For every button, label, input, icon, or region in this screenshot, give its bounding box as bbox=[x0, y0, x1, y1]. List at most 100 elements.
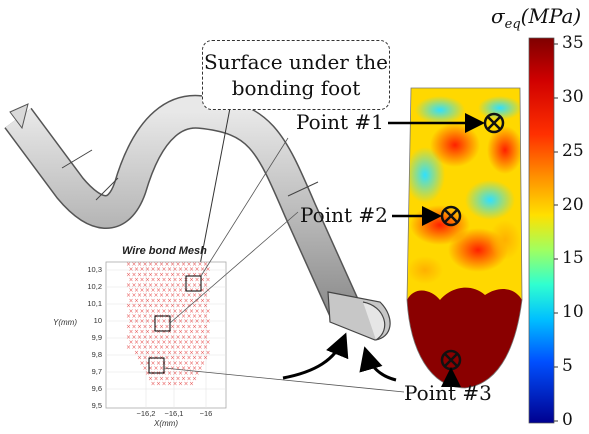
mesh-point: × bbox=[200, 329, 205, 336]
point-marker-2 bbox=[440, 205, 462, 227]
mesh-point: × bbox=[173, 318, 178, 325]
mesh-point: × bbox=[151, 277, 156, 284]
mesh-point: × bbox=[181, 334, 186, 341]
mesh-point: × bbox=[143, 313, 148, 320]
mesh-point: × bbox=[187, 375, 192, 382]
mesh-point: × bbox=[156, 349, 161, 356]
mesh-point: × bbox=[143, 334, 148, 341]
mesh-point: × bbox=[173, 370, 178, 377]
mesh-point: × bbox=[151, 297, 156, 304]
mesh-point: × bbox=[167, 339, 172, 346]
mesh-point: × bbox=[140, 360, 145, 367]
mesh-point: × bbox=[126, 261, 131, 268]
mesh-point: × bbox=[187, 355, 192, 362]
mesh-point: × bbox=[162, 297, 167, 304]
mesh-point: × bbox=[167, 370, 172, 377]
mesh-point: × bbox=[134, 266, 139, 273]
mesh-point: × bbox=[181, 355, 186, 362]
mesh-y-tick-label: 10,1 bbox=[87, 299, 102, 308]
mesh-point: × bbox=[165, 344, 170, 351]
mesh-point: × bbox=[148, 313, 153, 320]
mesh-point: × bbox=[156, 370, 161, 377]
mesh-point: × bbox=[159, 344, 164, 351]
mesh-point: × bbox=[181, 261, 186, 268]
mesh-point: × bbox=[189, 308, 194, 315]
mesh-point: × bbox=[178, 318, 183, 325]
mesh-point: × bbox=[140, 277, 145, 284]
mesh-point: × bbox=[140, 297, 145, 304]
mesh-point: × bbox=[189, 381, 194, 388]
mesh-point: × bbox=[156, 308, 161, 315]
mesh-point: × bbox=[154, 365, 159, 372]
mesh-point: × bbox=[156, 277, 161, 284]
mesh-y-tick-label: 9,8 bbox=[91, 350, 102, 359]
mesh-point: × bbox=[165, 303, 170, 310]
mesh-point: × bbox=[165, 261, 170, 268]
mesh-point: × bbox=[137, 282, 142, 289]
mesh-point: × bbox=[203, 313, 208, 320]
mesh-point: × bbox=[178, 339, 183, 346]
mesh-point: × bbox=[143, 282, 148, 289]
mesh-point: × bbox=[165, 355, 170, 362]
mesh-point: × bbox=[189, 339, 194, 346]
mesh-point: × bbox=[134, 329, 139, 336]
mesh-point: × bbox=[187, 334, 192, 341]
mesh-point: × bbox=[198, 323, 203, 330]
mesh-point: × bbox=[173, 297, 178, 304]
mesh-point: × bbox=[206, 349, 211, 356]
mesh-point: × bbox=[170, 261, 175, 268]
mesh-point: × bbox=[206, 329, 211, 336]
mesh-point: × bbox=[170, 344, 175, 351]
mesh-point: × bbox=[181, 323, 186, 330]
mesh-point: × bbox=[184, 349, 189, 356]
mesh-point: × bbox=[195, 360, 200, 367]
mesh-point: × bbox=[154, 261, 159, 268]
mesh-point: × bbox=[143, 261, 148, 268]
mesh-point: × bbox=[173, 277, 178, 284]
mesh-point: × bbox=[178, 297, 183, 304]
colorbar-title-symbol: σ bbox=[491, 4, 505, 28]
mesh-point: × bbox=[170, 375, 175, 382]
mesh-point: × bbox=[151, 349, 156, 356]
mesh-point: × bbox=[176, 355, 181, 362]
colorbar-tick-label: 25 bbox=[562, 140, 584, 161]
mesh-point: × bbox=[148, 334, 153, 341]
mesh-point: × bbox=[165, 271, 170, 278]
mesh-point: × bbox=[140, 266, 145, 273]
mesh-inset: ××××××××××××××××××××××××××××××××××××××××… bbox=[105, 137, 405, 409]
point-1-label: Point #1 bbox=[296, 110, 384, 134]
mesh-point: × bbox=[148, 261, 153, 268]
mesh-point: × bbox=[143, 344, 148, 351]
mesh-point: × bbox=[184, 266, 189, 273]
mesh-point: × bbox=[159, 292, 164, 299]
mesh-point: × bbox=[200, 277, 205, 284]
mesh-y-tick-label: 10,2 bbox=[87, 282, 102, 291]
mesh-point: × bbox=[195, 339, 200, 346]
mesh-point: × bbox=[132, 344, 137, 351]
mesh-point: × bbox=[192, 334, 197, 341]
mesh-point: × bbox=[173, 329, 178, 336]
mesh-point: × bbox=[173, 339, 178, 346]
surface-label-line1: Surface under the bbox=[204, 50, 388, 74]
mesh-point: × bbox=[156, 381, 161, 388]
mesh-point: × bbox=[132, 303, 137, 310]
mesh-point: × bbox=[156, 360, 161, 367]
mesh-point: × bbox=[137, 261, 142, 268]
mesh-point: × bbox=[192, 313, 197, 320]
curved-arrow-right bbox=[359, 346, 397, 382]
mesh-point: × bbox=[203, 292, 208, 299]
wire-bond-3d bbox=[4, 94, 391, 341]
mesh-point: × bbox=[151, 329, 156, 336]
mesh-point: × bbox=[176, 261, 181, 268]
mesh-point: × bbox=[206, 339, 211, 346]
mesh-point: × bbox=[165, 323, 170, 330]
mesh-point: × bbox=[132, 313, 137, 320]
colorbar-tick-label: 0 bbox=[562, 410, 573, 430]
mesh-point: × bbox=[198, 334, 203, 341]
mesh-point: × bbox=[203, 323, 208, 330]
mesh-point: × bbox=[192, 303, 197, 310]
mesh-point: × bbox=[200, 297, 205, 304]
mesh-point: × bbox=[154, 271, 159, 278]
point-2-label: Point #2 bbox=[300, 203, 388, 227]
mesh-y-tick-label: 9,5 bbox=[91, 401, 102, 410]
